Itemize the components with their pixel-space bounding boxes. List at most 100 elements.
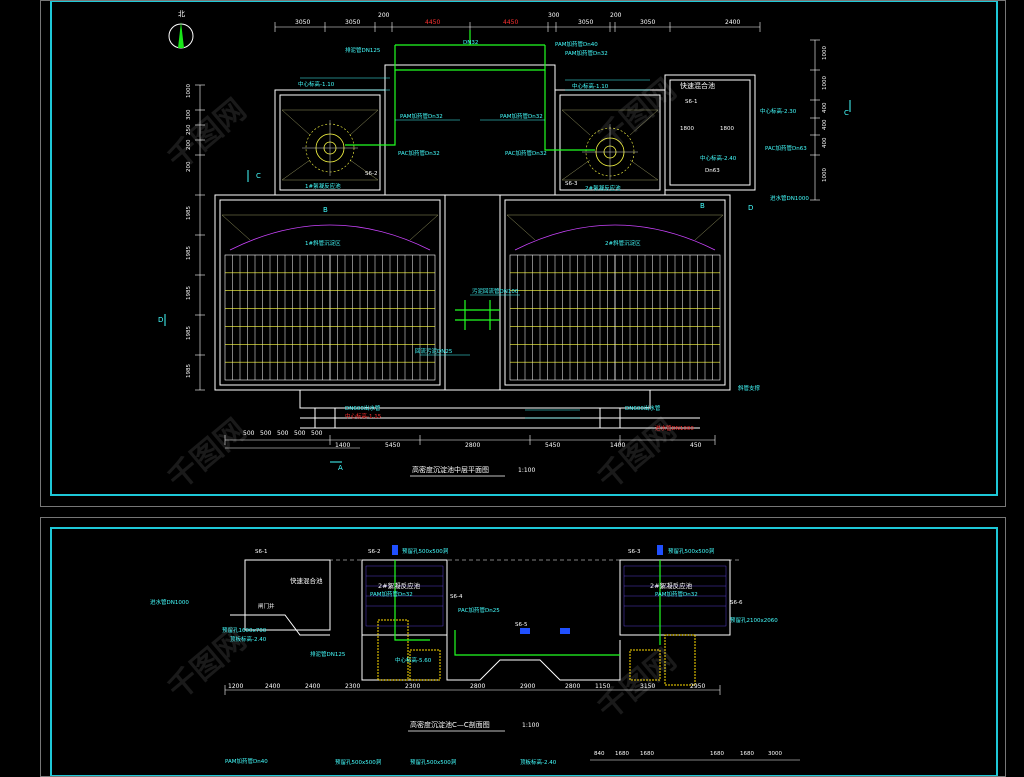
label-center-level-2: 中心标高-1.10 xyxy=(572,82,609,90)
section-label-mix-tank: 快速混合池 xyxy=(290,576,323,585)
dim-label: 1985 xyxy=(186,286,192,300)
section-label-reactor-right: 2#絮凝反应池 xyxy=(650,581,693,590)
label-pam2: PAM加药管Dn40 xyxy=(555,40,598,48)
plan-left-dimension-chain xyxy=(195,84,205,391)
bottom-label-4: 顶板标高-2.40 xyxy=(520,758,557,766)
dim-label: 2400 xyxy=(305,683,320,690)
section-blue-fittings xyxy=(392,545,663,634)
dim-label: 2800 xyxy=(465,442,480,449)
plan-bottom-dimension-labels: 500 500 500 500 500 5450 2800 5450 1400 … xyxy=(243,430,702,449)
section-marker-d-left: D xyxy=(158,316,163,324)
label-inlet: 进水管DN1000 xyxy=(655,424,694,432)
label-level-mix: 中心标高-2.30 xyxy=(760,107,797,115)
dim-label: 1680 xyxy=(640,751,654,757)
dim-label: 1400 xyxy=(335,442,350,449)
label-mixing-pipe: 回流污泥DN25 xyxy=(415,347,453,355)
bottom-label-2: 预留孔500x500洞 xyxy=(335,758,382,766)
section-reactor-fill xyxy=(365,565,727,627)
dim-label: 3050 xyxy=(295,19,310,26)
reactor-2-mixer xyxy=(582,124,638,180)
dim-label: 3000 xyxy=(768,751,782,757)
dim-label: 1680 xyxy=(615,751,629,757)
section-label-s6-6: S6-6 xyxy=(730,600,743,606)
label-dim-mix: Dn63 xyxy=(705,168,720,174)
dim-label: 5450 xyxy=(385,442,400,449)
section-text-labels: 快速混合池 2#絮凝反应池 2#絮凝反应池 PAM加药管Dn32 PAM加药管D… xyxy=(150,547,778,664)
dim-label: 4450 xyxy=(503,19,518,26)
dim-label: 1000 xyxy=(186,84,192,98)
label-inlet-right: 进水管DN1000 xyxy=(770,194,809,202)
plan-sheet-frame xyxy=(50,0,998,496)
label-pipe-top: DN32 xyxy=(463,40,478,46)
section-label-s6-4: S6-4 xyxy=(450,594,463,600)
dim-label: 1150 xyxy=(595,683,610,690)
label-s6-3: S6-3 xyxy=(565,181,578,187)
label-sludge-pipe: 排泥管DN125 xyxy=(345,46,381,54)
reactor-hatch xyxy=(281,109,659,181)
dim-label: 300 xyxy=(548,12,560,19)
section-dimension-chain xyxy=(224,685,721,695)
plan-text-labels: DN32 排泥管DN125 PAM加药管Dn40 PAM加药管Dn32 中心标高… xyxy=(298,40,809,432)
plan-right-dimension-labels: 1000 1000 400 400 400 1000 xyxy=(822,46,828,182)
section-label-hatch: 预留孔500x500洞 xyxy=(402,547,449,555)
section-marker-c-right: C xyxy=(844,109,849,117)
dim-label: 2800 xyxy=(470,683,485,690)
section-label-s6-5: S6-5 xyxy=(515,622,528,628)
label-reactor2: 2#絮凝反应池 xyxy=(585,184,621,192)
label-pam1-right: PAM加药管Dn32 xyxy=(500,112,543,120)
dim-label: 500 xyxy=(311,430,323,437)
dim-label: 1000 xyxy=(822,168,828,182)
plan-left-dimension-labels: 1000 300 250 200 200 1985 1985 1985 1985… xyxy=(186,84,192,378)
north-label: 北 xyxy=(178,10,185,18)
section-scale-text: 1:100 xyxy=(522,722,539,729)
dim-label: 3150 xyxy=(640,683,655,690)
north-arrow-icon: 北 xyxy=(168,10,194,49)
label-outlet1: DN600出水管 xyxy=(345,404,381,412)
settler-arcs xyxy=(229,224,716,251)
dim-label: 840 xyxy=(594,751,605,757)
dim-label: 200 xyxy=(186,161,192,172)
section-marker-b-left: B xyxy=(323,206,328,214)
bottom-top-dims: 840 1680 1680 1680 1680 3000 xyxy=(594,751,782,757)
reactor-1-mixer xyxy=(302,120,358,176)
section-label-level: 中心标高-5.60 xyxy=(395,656,432,664)
dim-label: 500 xyxy=(260,430,272,437)
section-marker-b-right: B xyxy=(700,202,705,210)
dim-label: 4450 xyxy=(425,19,440,26)
dim-label: 1200 xyxy=(228,683,243,690)
settler-hatch xyxy=(221,214,724,241)
dim-label: 1985 xyxy=(186,326,192,340)
dim-label: 2800 xyxy=(565,683,580,690)
dim-label: 400 xyxy=(822,119,828,130)
label-reactor1: 1#絮凝反应池 xyxy=(305,182,341,190)
dim-label: 1400 xyxy=(610,442,625,449)
label-dim-7: 1800 xyxy=(720,126,734,132)
section-label-valve: 闸门井 xyxy=(258,602,275,610)
dim-label: 3050 xyxy=(640,19,655,26)
section-green-pipes xyxy=(394,560,661,656)
dim-label: 5450 xyxy=(545,442,560,449)
label-pam1-left: PAM加药管Dn32 xyxy=(400,112,443,120)
label-level-mix2: 中心标高-2.40 xyxy=(700,154,737,162)
section-label-sludge: 排泥管DN125 xyxy=(310,650,346,658)
label-s6-1: S6-1 xyxy=(685,99,697,105)
label-mix-tank: 快速混合池 xyxy=(680,81,715,90)
dim-label: 250 xyxy=(186,124,192,135)
plan-title-text: 高密度沉淀池中层平面图 xyxy=(412,465,489,474)
plan-scale-text: 1:100 xyxy=(518,467,535,474)
dim-label: 1680 xyxy=(710,751,724,757)
section-dimension-labels: 1200 2400 2400 2300 2300 2800 2900 2800 … xyxy=(228,683,705,690)
section-marker-a: A xyxy=(338,464,343,472)
label-dim-6: 1800 xyxy=(680,126,694,132)
plan-green-pipes xyxy=(345,30,595,330)
dim-label: 200 xyxy=(610,12,622,19)
section-marker-d-right: D xyxy=(748,204,753,212)
dim-label: 2300 xyxy=(345,683,360,690)
dim-label: 2300 xyxy=(405,683,420,690)
label-settler1: 1#斜管沉淀区 xyxy=(305,239,341,247)
dim-label: 1985 xyxy=(186,246,192,260)
dim-label: 200 xyxy=(186,139,192,150)
plan-right-dimension-chain xyxy=(810,39,820,201)
dim-label: 400 xyxy=(822,137,828,148)
inclined-tube-grids xyxy=(224,254,721,381)
